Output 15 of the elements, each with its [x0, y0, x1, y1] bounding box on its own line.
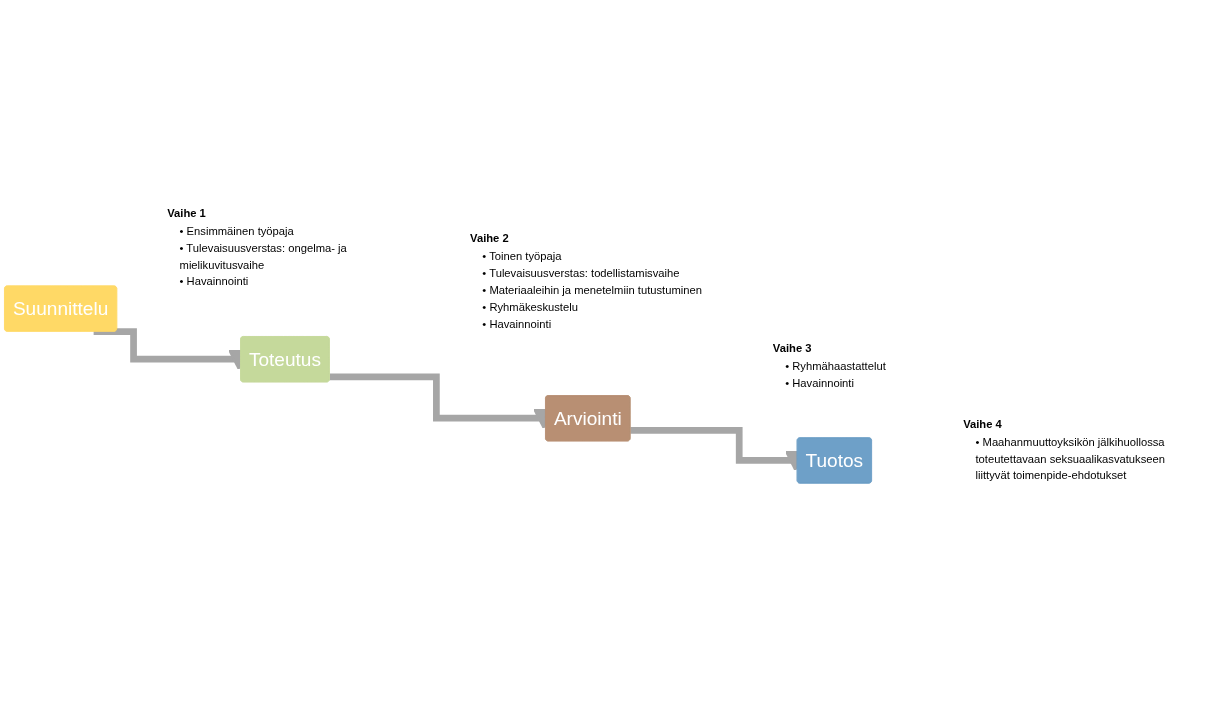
node-label: • Tulevaisuusverstas: ongelma- ja mielikuvitusvaihe: [179, 241, 347, 271]
node-label: • Ryhmäkeskustelu: [482, 300, 578, 313]
node-label: Vaihe 3: [772, 341, 812, 354]
node-label: Vaihe 2: [470, 231, 509, 245]
node-label: • Ryhmähaastattelut: [785, 359, 886, 372]
node-label: • Havainnointi: [482, 317, 552, 330]
node-label: • Havainnointi: [785, 376, 854, 389]
node-label: • Ensimmäinen työpaja: [179, 224, 294, 237]
node-label: • Havainnointi: [179, 274, 249, 288]
node-label: • Toinen työpaja: [482, 249, 562, 263]
node-label: • Materiaaleihin ja menetelmiin tutustuminen: [482, 283, 702, 296]
node-label: • Tulevaisuusverstas: todellistamisvaihe: [482, 266, 680, 279]
node-label: Vaihe 1: [167, 206, 206, 219]
node-label: Vaihe 4: [963, 417, 1002, 430]
node-label: • Maahanmuuttoyksikön jälkihuollossa toteutettavaan seksuaalikasvatukseen liittyvät toimenpide-ehdotukset: [975, 435, 1166, 482]
